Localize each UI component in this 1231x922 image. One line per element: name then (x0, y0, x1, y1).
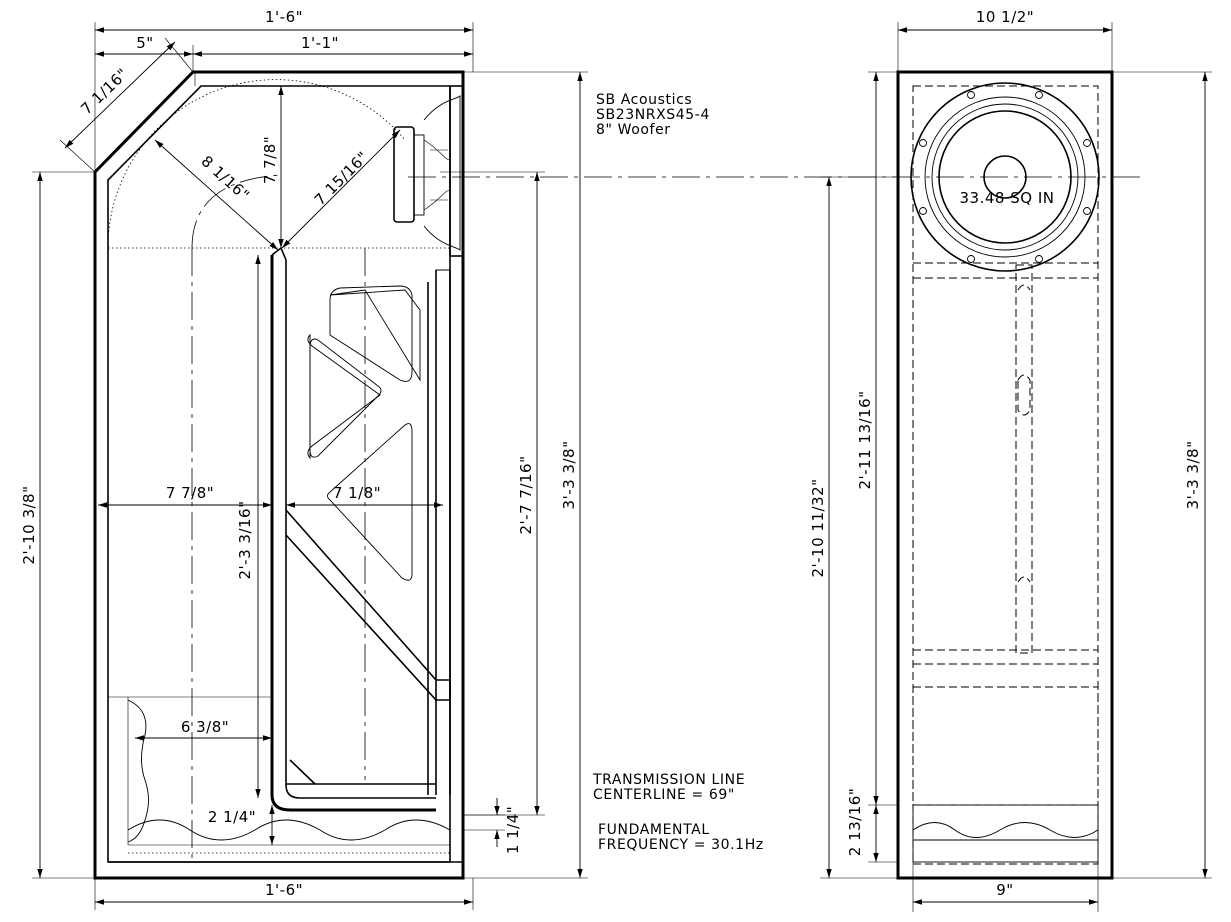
notes: SB Acoustics SB23NRXS45-4 8" Woofer TRAN… (592, 92, 764, 853)
side-diagonal-brace (285, 509, 451, 701)
front-bottom-width-label: 9" (996, 881, 1013, 899)
side-bottom-width-label: 1'-6" (265, 881, 303, 899)
note-driver-model: SB23NRXS45-4 (596, 107, 710, 123)
side-diag-right-label: 7 15/16" (311, 148, 372, 209)
side-top-left-label: 5" (136, 34, 153, 52)
front-port-height-label: 2'-11 13/16" (856, 390, 874, 489)
side-arc (107, 79, 406, 249)
side-total-height-label: 3'-3 3/8" (560, 441, 578, 510)
front-top-width-label: 10 1/2" (976, 8, 1034, 26)
side-baffle-lower (435, 258, 451, 795)
front-bottom-small-label: 2 13/16" (846, 788, 864, 856)
side-bottom-stuff-label: 6 3/8" (181, 718, 229, 736)
side-divider-height-label: 2'-3 3/16" (236, 501, 254, 580)
front-driver-area-label: 33.48 SQ IN (960, 189, 1055, 207)
side-small-right-label: 1 1/4" (504, 806, 522, 854)
side-brace-windows (307, 285, 421, 581)
side-divider (270, 255, 436, 812)
side-dimensions: 1'-6" 5" 1'-1" 7 1/16" 8 1/16" 7 7/8" 7 … (20, 8, 588, 910)
side-vert-short-label: 7 7/8" (261, 136, 279, 184)
side-right-chamber (435, 270, 451, 795)
side-diag-inner-label: 8 1/16" (198, 152, 253, 204)
side-chamber-left-label: 7 7/8" (166, 484, 214, 502)
side-line-height-label: 2'-7 7/16" (517, 456, 535, 535)
front-outer (896, 70, 1114, 880)
front-view: 33.48 SQ IN 10 1/2" 2'-10 11/32" (809, 8, 1212, 912)
side-divider-tip (271, 246, 287, 261)
front-dimensions: 10 1/2" 2'-10 11/32" 2'-11 13/16" 2 13/1… (809, 8, 1212, 912)
side-left-height-label: 2'-10 3/8" (20, 486, 38, 565)
side-outer-wall (93, 70, 465, 880)
note-driver-type: 8" Woofer (596, 122, 671, 138)
front-inner-hidden (912, 85, 1099, 865)
side-stuffing (108, 696, 451, 854)
side-view: 1'-6" 5" 1'-1" 7 1/16" 8 1/16" 7 7/8" 7 … (20, 8, 588, 910)
side-bottom-gap-label: 2 1/4" (208, 808, 256, 826)
side-top-width-label: 1'-6" (265, 8, 303, 26)
front-stuffing (912, 804, 1099, 863)
side-top-inner-label: 1'-1" (301, 34, 339, 52)
front-inner-height-label: 2'-10 11/32" (809, 478, 827, 577)
side-corner-brace (289, 759, 316, 785)
note-tl-title: TRANSMISSION LINE (592, 772, 745, 788)
note-driver-brand: SB Acoustics (596, 92, 692, 108)
side-baffle-cutout (449, 85, 464, 257)
side-divider-inner (285, 260, 436, 799)
note-freq-value: FREQUENCY = 30.1Hz (598, 837, 764, 853)
side-chamber-right-label: 7 1/8" (333, 484, 381, 502)
note-freq-title: FUNDAMENTAL (598, 822, 710, 838)
side-inner-wall (107, 85, 451, 863)
note-tl-value: CENTERLINE = 69" (593, 787, 735, 803)
front-total-height-label: 3'-3 3/8" (1184, 441, 1202, 510)
front-woofer (910, 82, 1100, 272)
front-hidden-lines (912, 262, 1099, 806)
